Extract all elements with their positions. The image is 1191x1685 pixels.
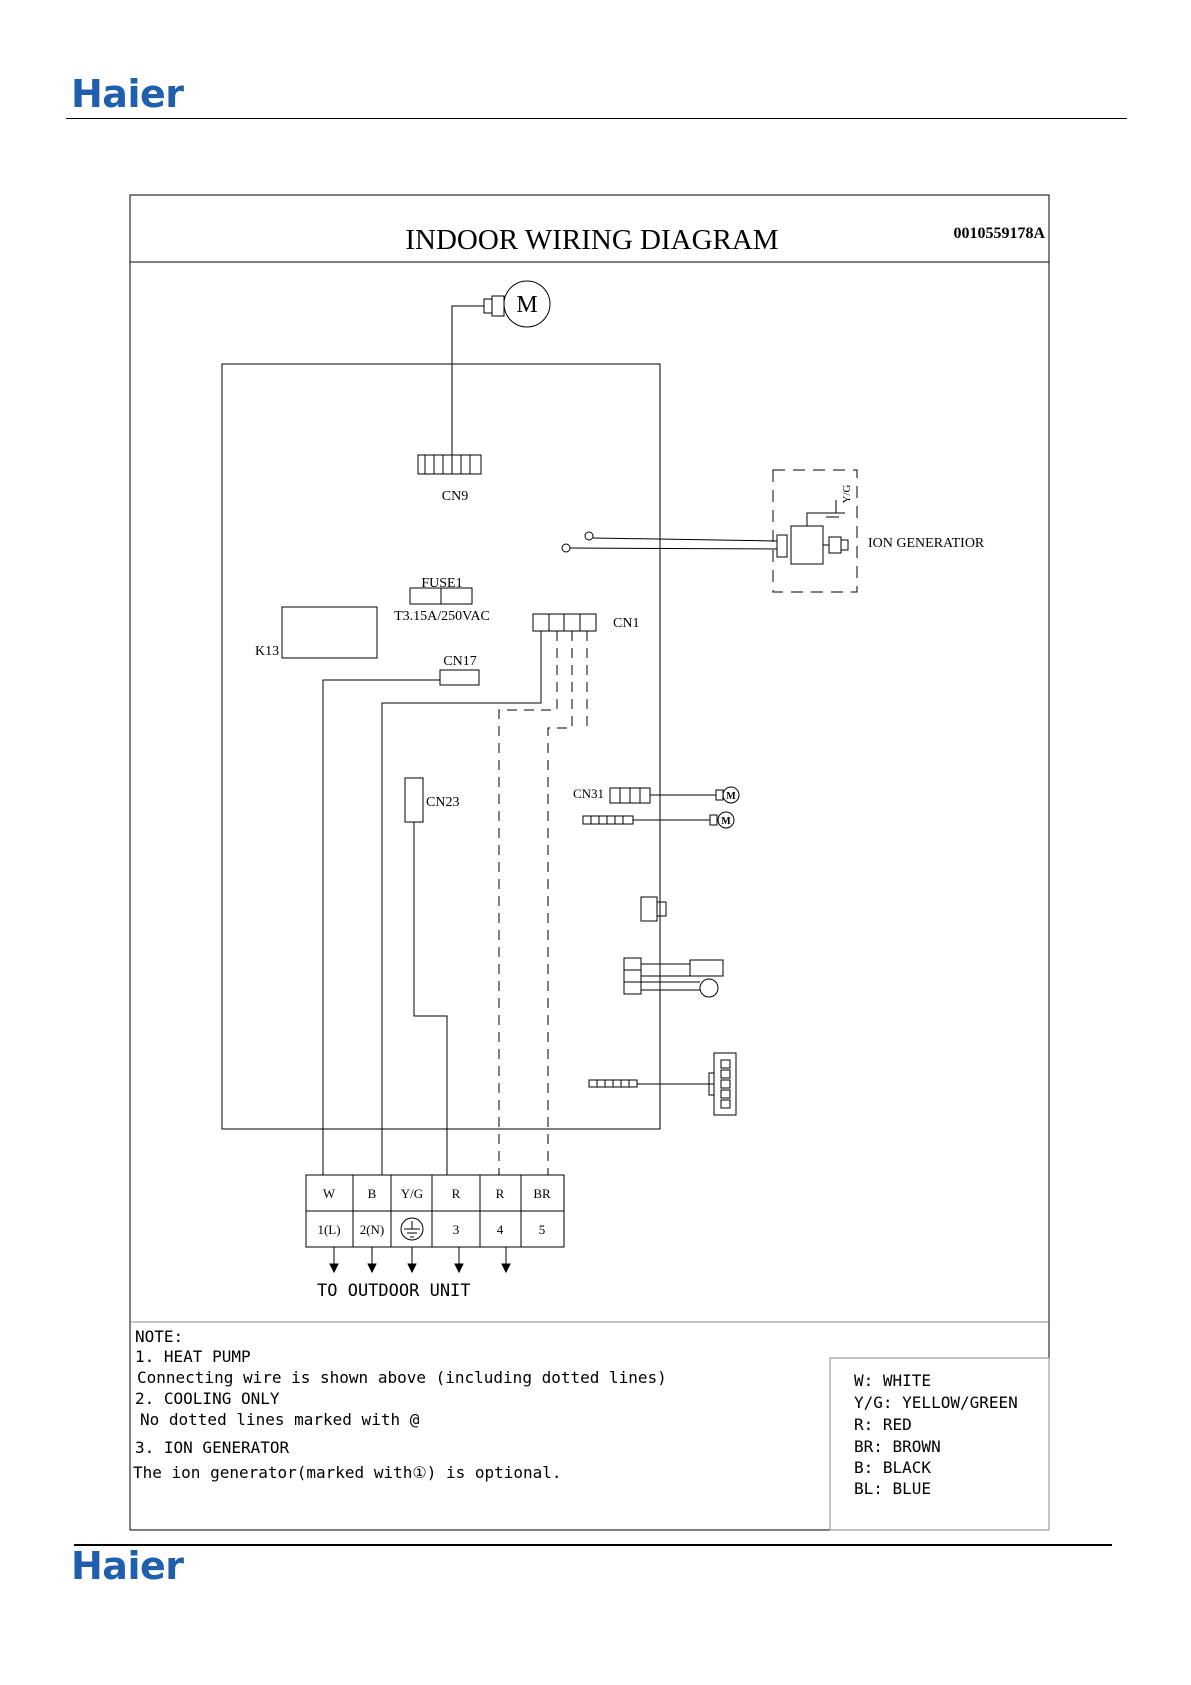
cn17-label: CN17 (443, 654, 476, 669)
to-outdoor-unit-label: TO OUTDOOR UNIT (317, 1281, 471, 1301)
fuse-label: FUSE1 (421, 576, 462, 591)
note-line-6: The ion generator(marked with①) is optio… (133, 1463, 562, 1482)
notes-heading: NOTE: (135, 1327, 183, 1346)
ground-wire (413, 822, 448, 1175)
cn31-label: CN31 (573, 786, 604, 801)
diagram-title: INDOOR WIRING DIAGRAM (405, 224, 778, 256)
terminal-color-yg: Y/G (401, 1186, 423, 1201)
cn1-label: CN1 (613, 616, 639, 631)
swing-motor-1: M (722, 786, 740, 804)
legend-box (829, 1357, 1050, 1531)
terminal-color-b: B (368, 1186, 377, 1201)
haier-logo-footer: Haier (71, 1544, 184, 1588)
terminal-number-4: 4 (497, 1222, 504, 1237)
note-line-3: 2. COOLING ONLY (135, 1389, 280, 1408)
swing-motor-2: M (717, 811, 735, 829)
temperature-sensors (623, 957, 724, 998)
cn9-connector (417, 454, 482, 475)
terminal-number-3: 3 (453, 1222, 460, 1237)
small-component (640, 896, 667, 922)
note-line-4: No dotted lines marked with @ (140, 1410, 420, 1429)
fuse-rating: T3.15A/250VAC (394, 609, 490, 624)
terminal-color-r3: R (452, 1186, 461, 1201)
cn23-label: CN23 (426, 795, 459, 810)
motor-label: M (516, 292, 537, 318)
legend-brown: BR: BROWN (854, 1437, 941, 1456)
note-line-5: 3. ION GENERATOR (135, 1438, 289, 1457)
diagram-frame (129, 194, 1050, 1531)
fuse (409, 587, 473, 605)
diagram-code: 0010559178A (953, 225, 1045, 242)
pcb-outline (221, 363, 661, 1130)
note-line-2: Connecting wire is shown above (includin… (137, 1368, 667, 1387)
cn23-connector (404, 777, 424, 823)
haier-logo-header: Haier (71, 72, 184, 116)
terminal-color-r4: R (496, 1186, 505, 1201)
k13-relay (281, 606, 378, 659)
terminal-number-2: 2(N) (360, 1222, 385, 1237)
terminal-color-w: W (323, 1186, 336, 1201)
legend-black: B: BLACK (854, 1458, 931, 1477)
ion-generator-label: ION GENERATIOR (868, 536, 985, 551)
terminal-number-5: 5 (539, 1222, 546, 1237)
cn17-connector (439, 669, 480, 686)
terminal-number-1: 1(L) (317, 1222, 340, 1237)
swing-motor-1-label: M (726, 791, 736, 802)
legend-red: R: RED (854, 1415, 912, 1434)
terminal-color-br: BR (533, 1186, 551, 1201)
legend-blue: BL: BLUE (854, 1479, 931, 1498)
cn1-connector (532, 613, 597, 632)
outdoor-arrows (329, 1247, 511, 1274)
legend-white: W: WHITE (854, 1371, 931, 1390)
swing-motor-2-label: M (721, 816, 731, 827)
legend-yellow-green: Y/G: YELLOW/GREEN (854, 1393, 1018, 1412)
k13-label: K13 (255, 644, 279, 659)
fan-motor: M (451, 280, 551, 455)
cn31-connector (609, 787, 724, 804)
footer-rule (74, 1544, 1112, 1546)
note-line-1: 1. HEAT PUMP (135, 1347, 251, 1366)
ion-generator (561, 469, 858, 593)
ion-ground-label: Y/G (841, 484, 853, 503)
header-rule (66, 118, 1127, 119)
optional-dashed-wires (498, 631, 588, 1175)
earth-symbol-icon (400, 1217, 424, 1241)
display-board (588, 1052, 737, 1116)
cn9-label: CN9 (442, 489, 468, 504)
terminal-block (305, 1174, 565, 1248)
power-wires (322, 631, 542, 1175)
connector-stepper-2 (582, 814, 718, 826)
